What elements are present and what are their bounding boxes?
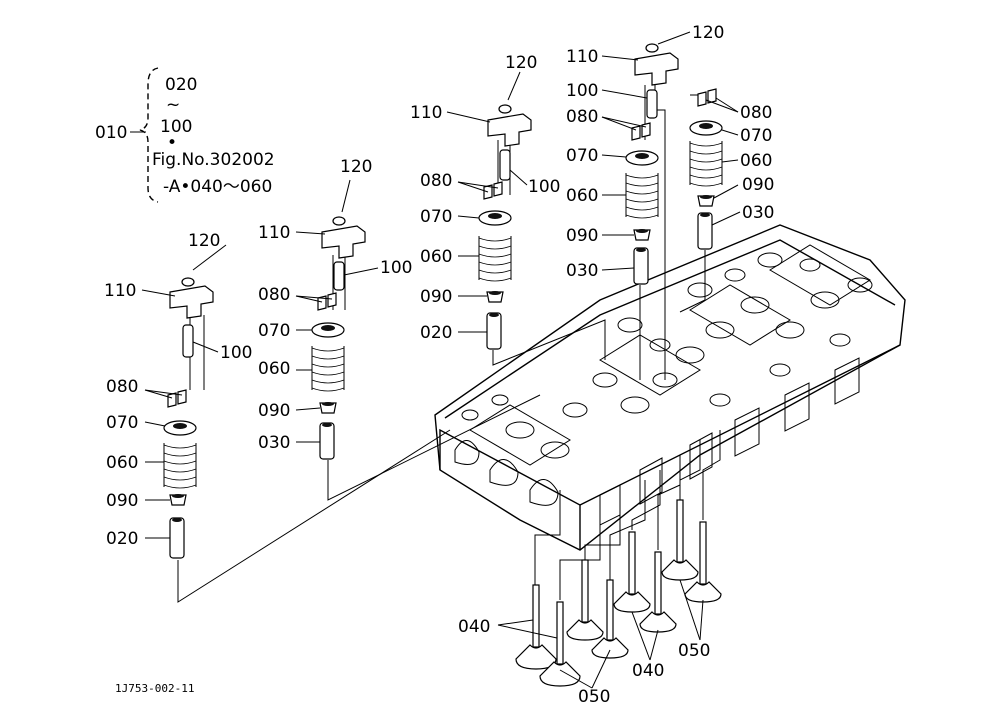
label-120: 120: [188, 231, 220, 251]
label-050: 050: [578, 687, 610, 707]
group-note-fig: Fig.No.302002: [152, 150, 275, 170]
label-020: 020: [420, 323, 452, 343]
label-120: 120: [340, 157, 372, 177]
label-090: 090: [742, 175, 774, 195]
label-010: 010: [95, 123, 127, 143]
label-080: 080: [566, 107, 598, 127]
label-090: 090: [420, 287, 452, 307]
label-110: 110: [410, 103, 442, 123]
group-note-top: 020: [165, 75, 197, 95]
label-070: 070: [740, 126, 772, 146]
label-070: 070: [420, 207, 452, 227]
label-060: 060: [258, 359, 290, 379]
label-060: 060: [106, 453, 138, 473]
valve-stack-4: [625, 43, 679, 285]
label-070: 070: [566, 146, 598, 166]
cylinder-head: [434, 224, 906, 551]
label-040: 040: [632, 661, 664, 681]
group-note: 020 ~ 100 • Fig.No.302002 -A•040～060 010: [95, 67, 275, 203]
label-070: 070: [106, 413, 138, 433]
label-120: 120: [692, 23, 724, 43]
label-080: 080: [740, 103, 772, 123]
label-050: 050: [678, 641, 710, 661]
label-030: 030: [258, 433, 290, 453]
group-note-tilde: ~: [166, 95, 180, 115]
label-030: 030: [566, 261, 598, 281]
label-100: 100: [566, 81, 598, 101]
label-020: 020: [106, 529, 138, 549]
label-060: 060: [740, 151, 772, 171]
callout-leaders: [141, 31, 741, 689]
label-080: 080: [106, 377, 138, 397]
label-100: 100: [528, 177, 560, 197]
group-note-range: -A•040～060: [163, 177, 272, 197]
group-note-dot: •: [167, 133, 177, 153]
label-090: 090: [258, 401, 290, 421]
figure-code: 1J753-002-11: [115, 682, 194, 695]
label-110: 110: [258, 223, 290, 243]
label-100: 100: [220, 343, 252, 363]
label-080: 080: [420, 171, 452, 191]
valves: [515, 499, 722, 687]
part-labels: 120 110 100 080 070 060 090 020 120 110 …: [104, 23, 774, 707]
label-110: 110: [566, 47, 598, 67]
valve-stack-2: [311, 216, 366, 460]
label-060: 060: [420, 247, 452, 267]
label-110: 110: [104, 281, 136, 301]
label-040: 040: [458, 617, 490, 637]
valve-stack-5: [689, 88, 723, 250]
label-120: 120: [505, 53, 537, 73]
label-060: 060: [566, 186, 598, 206]
label-070: 070: [258, 321, 290, 341]
label-030: 030: [742, 203, 774, 223]
label-090: 090: [106, 491, 138, 511]
label-090: 090: [566, 226, 598, 246]
valve-stack-3: [478, 104, 532, 350]
group-note-mid: 100: [160, 117, 192, 137]
label-100: 100: [380, 258, 412, 278]
label-080: 080: [258, 285, 290, 305]
valve-stack-1: [163, 277, 214, 559]
